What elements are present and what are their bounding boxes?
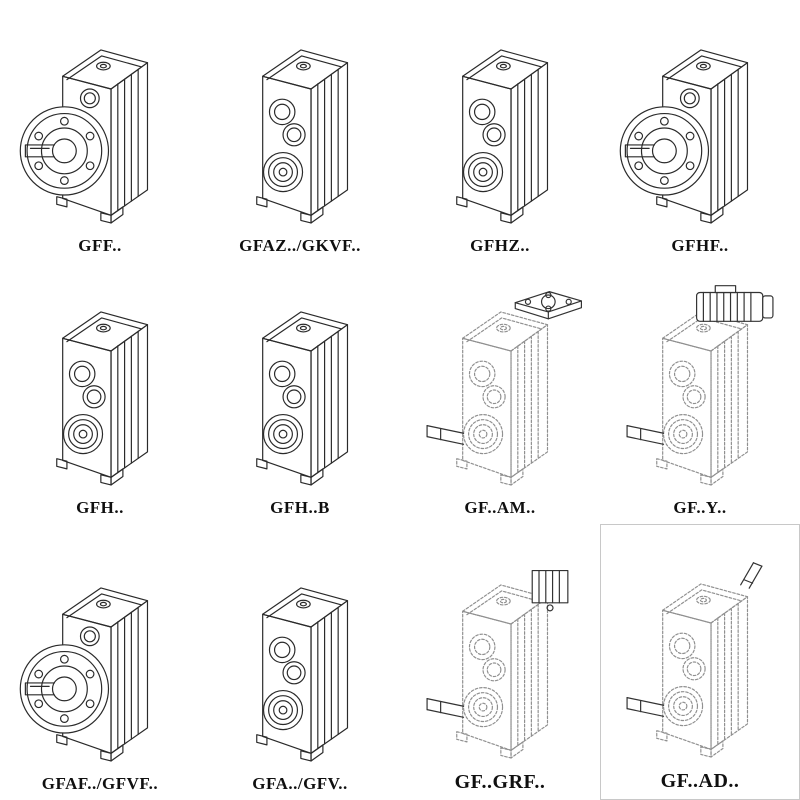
output-bearing — [662, 685, 704, 727]
gearbox-drawing-gf-am — [426, 291, 583, 486]
gearbox-drawing-gff — [19, 49, 149, 224]
gearbox-drawing-gfh-b — [256, 311, 349, 486]
output-shaft — [426, 425, 465, 445]
shaft-bores — [468, 360, 506, 409]
gearbox-drawing-gfhz — [456, 49, 549, 224]
output-bearing — [462, 151, 504, 193]
gearbox-label: GF..AM.. — [464, 498, 536, 517]
catalog-cell: GFAZ../GKVF.. — [200, 0, 400, 262]
gearbox-label: GFH..B — [270, 498, 330, 517]
shaft-bores — [468, 98, 506, 147]
shaft-bores — [268, 98, 306, 147]
gearbox-label: GFAF../GFVF.. — [41, 774, 159, 793]
gearbox-drawing-gf-ad — [626, 562, 763, 758]
gearbox-drawing-gfh — [56, 311, 149, 486]
motor-adapter-flange — [514, 291, 583, 320]
output-flange — [19, 88, 110, 196]
catalog-cell: GF..AM.. — [400, 262, 600, 524]
catalog-cell: GF..AD.. — [600, 524, 800, 800]
output-flange — [619, 88, 710, 196]
gearbox-label: GFA../GFV.. — [252, 774, 348, 793]
gearbox-drawing-gfaf-gfvf — [19, 587, 149, 762]
output-bearing — [62, 413, 104, 455]
gearbox-drawing-gfa-gfv — [256, 587, 349, 762]
gearbox-drawing-gfhf — [619, 49, 749, 224]
output-shaft — [426, 698, 465, 718]
shaft-bores — [268, 360, 306, 409]
gearbox-label: GFHZ.. — [470, 236, 530, 255]
catalog-cell: GFH.. — [0, 262, 200, 524]
gearbox-label: GF..Y.. — [673, 498, 727, 517]
output-bearing — [262, 689, 304, 731]
shaft-bores — [68, 360, 106, 409]
catalog-cell: GFH..B — [200, 262, 400, 524]
gearbox-label: GF..AD.. — [660, 770, 740, 792]
gearbox-drawing-gf-y — [626, 285, 774, 486]
output-bearing — [262, 151, 304, 193]
shaft-bores — [468, 633, 506, 682]
gearbox-label: GFAZ../GKVF.. — [239, 236, 361, 255]
catalog-cell: GFF.. — [0, 0, 200, 262]
gearbox-drawing-gfaz-gkvf — [256, 49, 349, 224]
gearbox-label: GFH.. — [76, 498, 124, 517]
input-shaft-adapter — [740, 562, 763, 589]
catalog-cell: GFA../GFV.. — [200, 524, 400, 800]
output-bearing — [262, 413, 304, 455]
gearbox-label: GFF.. — [78, 236, 122, 255]
electric-motor — [696, 285, 774, 322]
output-bearing — [462, 686, 504, 728]
output-shaft — [626, 697, 665, 717]
gearbox-drawing-gf-grf — [426, 569, 569, 759]
shaft-bores — [668, 632, 706, 681]
output-bearing — [662, 413, 704, 455]
catalog-cell: GF..Y.. — [600, 262, 800, 524]
catalog-cell: GF..GRF.. — [400, 524, 600, 800]
shaft-bores — [668, 360, 706, 409]
gearbox-label: GF..GRF.. — [454, 771, 546, 793]
output-bearing — [462, 413, 504, 455]
output-flange — [19, 626, 110, 734]
gearbox-label: GFHF.. — [671, 236, 729, 255]
catalog-cell: GFHF.. — [600, 0, 800, 262]
catalog-cell: GFHZ.. — [400, 0, 600, 262]
shaft-bores — [268, 636, 306, 685]
output-shaft — [626, 425, 665, 445]
catalog-cell: GFAF../GFVF.. — [0, 524, 200, 800]
